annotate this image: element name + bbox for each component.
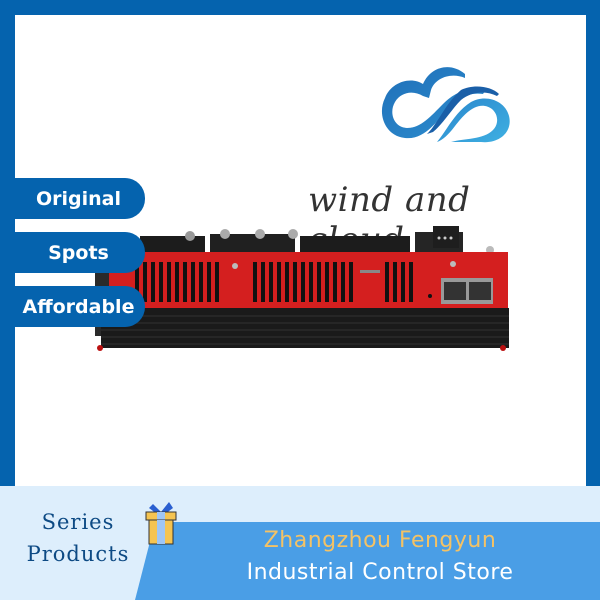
badge-original: Original bbox=[0, 178, 145, 219]
store-name-line1: Zhangzhou Fengyun bbox=[263, 528, 497, 553]
frame-right-border bbox=[586, 0, 600, 522]
badge-affordable: Affordable bbox=[0, 286, 145, 327]
badge-label: Original bbox=[35, 187, 121, 210]
cloud-logo-icon bbox=[381, 67, 510, 143]
series-line2: Products bbox=[26, 542, 130, 566]
series-line1: Series bbox=[41, 510, 115, 534]
store-banner bbox=[135, 522, 600, 600]
series-products-label: Series Products bbox=[18, 506, 138, 570]
badge-label: Affordable bbox=[22, 295, 135, 318]
badge-spots: Spots bbox=[0, 232, 145, 273]
gift-box-icon bbox=[145, 502, 177, 545]
product-image bbox=[95, 226, 509, 351]
badge-label: Spots bbox=[48, 241, 109, 264]
store-name-line2: Industrial Control Store bbox=[246, 560, 514, 585]
frame-top-border bbox=[0, 0, 600, 15]
